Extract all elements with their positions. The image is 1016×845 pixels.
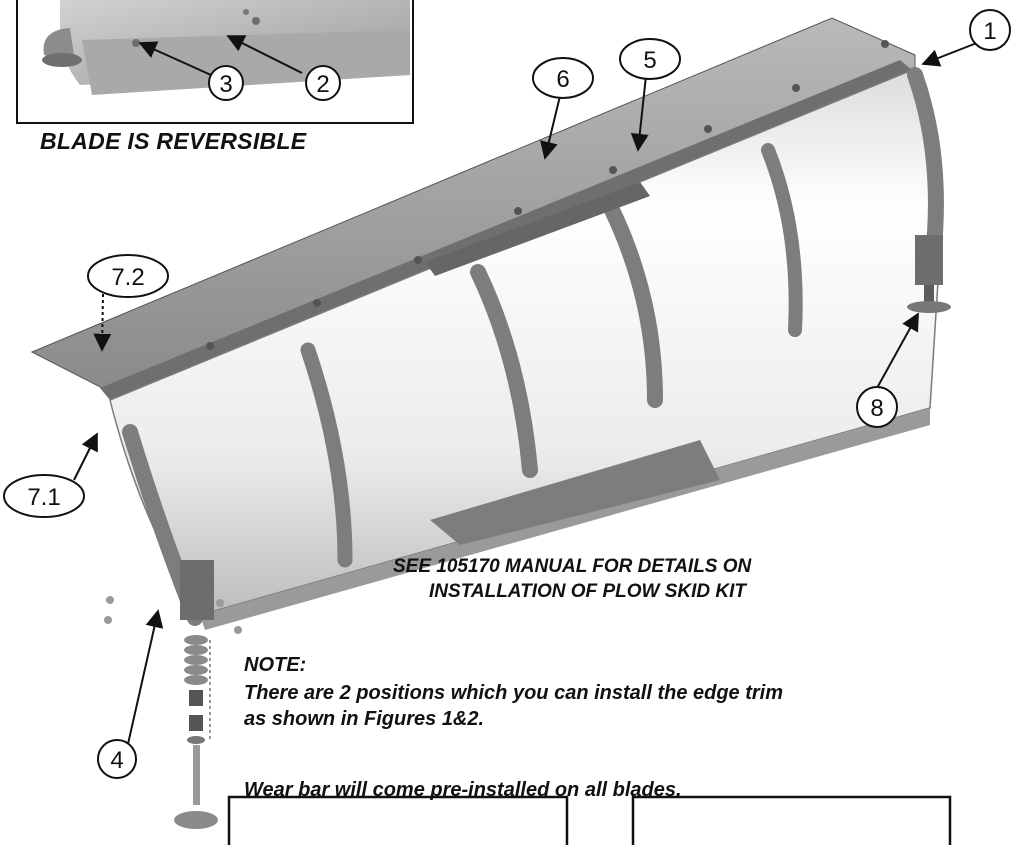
center-handle	[425, 182, 650, 276]
callout-3: 3	[208, 65, 244, 101]
svg-text:8: 8	[870, 395, 883, 422]
callout-1: 1	[969, 9, 1011, 51]
svg-text:4: 4	[110, 747, 123, 774]
skid-kit-reference-line-1: SEE 105170 MANUAL FOR DETAILS ON	[393, 556, 752, 577]
figure-frames	[227, 795, 952, 845]
left-skid-assembly	[104, 560, 242, 829]
svg-text:1: 1	[983, 18, 996, 45]
top-bolts	[206, 40, 889, 350]
center-mount	[430, 440, 720, 545]
note-line-3: Wear bar will come pre-installed on all …	[244, 779, 682, 801]
skid-kit-reference-line-2: INSTALLATION OF PLOW SKID KIT	[429, 581, 746, 602]
callout-2: 2	[305, 65, 341, 101]
svg-text:6: 6	[556, 66, 569, 93]
callout-8: 8	[856, 386, 898, 428]
callout-7-2: 7.2	[87, 254, 169, 298]
callout-5: 5	[619, 38, 681, 80]
note-heading: NOTE:	[244, 654, 307, 676]
svg-text:3: 3	[219, 71, 232, 98]
plow-blade	[30, 17, 951, 829]
cutting-edge	[200, 408, 930, 630]
inset-caption: BLADE IS REVERSIBLE	[40, 128, 307, 154]
rubber-deflector	[30, 17, 916, 393]
note-line-1: There are 2 positions which you can inst…	[244, 682, 784, 704]
leader-arrows	[73, 29, 1011, 745]
svg-text:7.2: 7.2	[111, 264, 144, 291]
right-skid-shoe	[907, 235, 951, 313]
callout-6: 6	[532, 57, 594, 99]
inset-detail	[16, 0, 414, 124]
callout-7-1: 7.1	[3, 474, 85, 518]
svg-text:5: 5	[643, 47, 656, 74]
callout-4: 4	[97, 739, 137, 779]
note-line-2: as shown in Figures 1&2.	[244, 708, 485, 730]
svg-text:2: 2	[316, 71, 329, 98]
svg-text:7.1: 7.1	[27, 484, 60, 511]
top-rail	[100, 60, 912, 400]
